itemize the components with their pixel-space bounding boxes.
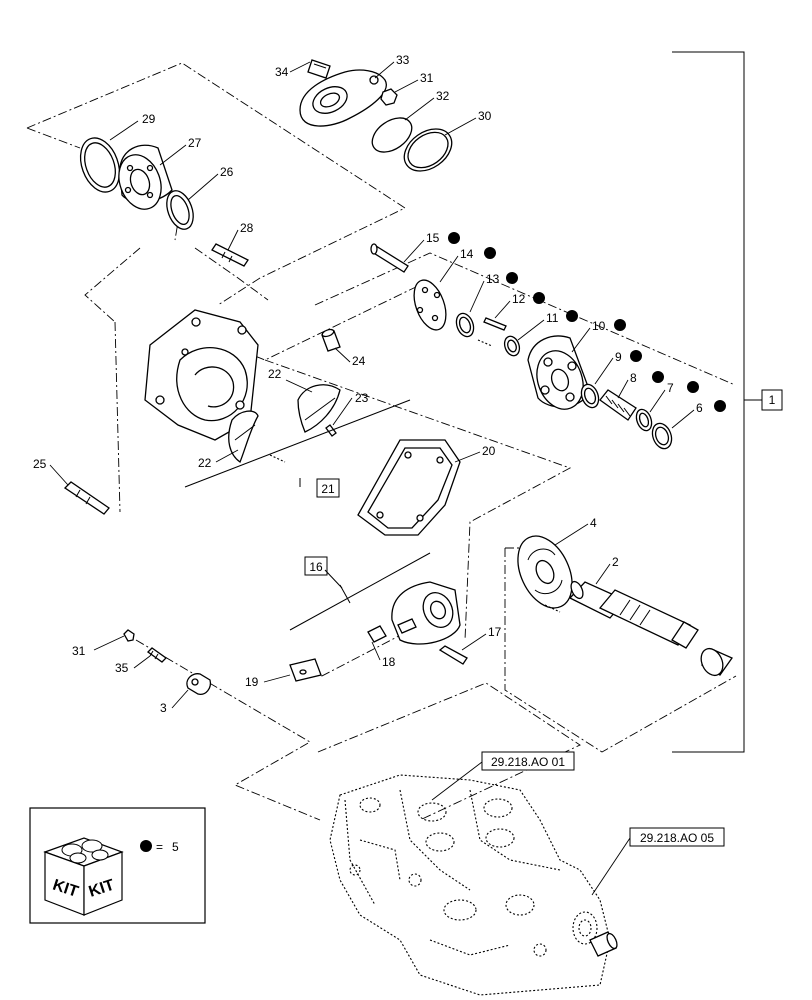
callout-23: 23 [355,391,369,405]
callout-29: 29 [142,112,156,126]
callout-34: 34 [275,65,289,79]
rotating-group: 15 14 13 12 11 10 [370,231,726,450]
callout-32: 32 [436,89,450,103]
kit-equals: = [156,840,163,854]
callout-3: 3 [160,701,167,715]
callout-22-b: 22 [198,456,212,470]
callout-2: 2 [612,555,619,569]
callout-7: 7 [667,381,674,395]
callout-1: 1 [769,393,776,407]
cover-group: 34 33 31 32 30 [275,53,492,172]
callout-25: 25 [33,457,47,471]
adjuster-group: 31 35 3 [72,629,212,715]
callout-15: 15 [426,231,440,245]
callout-13: 13 [486,272,500,286]
callout-12: 12 [512,292,526,306]
callout-35: 35 [115,661,129,675]
callout-21: 21 [321,482,335,496]
pump-assembly [329,774,618,996]
callout-31-b: 31 [72,644,86,658]
callout-22: 22 [268,367,282,381]
callout-20: 20 [482,444,496,458]
kit-bullet-icon [140,840,152,852]
callout-14: 14 [460,247,474,261]
assembly-lines [26,62,737,821]
callout-11: 11 [546,311,559,325]
callout-box-21 [316,478,340,498]
reference-box-a [481,751,575,771]
callout-16: 16 [309,560,323,574]
reference-labels: 29.218.AO 01 29.218.AO 05 [431,751,725,896]
callout-9: 9 [615,350,622,364]
callout-27: 27 [188,136,202,150]
callout-4: 4 [590,516,597,530]
callout-19: 19 [245,675,259,689]
callout-10: 10 [592,319,606,333]
callout-26: 26 [220,165,234,179]
callout-box-16 [304,556,328,576]
assembly-bracket: 1 [672,51,783,753]
reference-b: 29.218.AO 05 [640,831,714,845]
reference-a: 29.218.AO 01 [491,755,565,769]
callout-18: 18 [382,655,396,669]
gasket-20: 20 [357,439,496,536]
bearing-group: 29 27 26 [79,112,234,230]
callout-30: 30 [478,109,492,123]
callout-31: 31 [420,71,434,85]
stud-25: 25 [33,457,110,515]
housing [144,309,259,441]
callout-24: 24 [352,354,366,368]
shaft-group: 4 2 [517,516,733,677]
callout-17: 17 [488,625,502,639]
stud-28: 28 [211,221,254,267]
callout-33: 33 [396,53,410,67]
swash-group: 24 22 23 22 21 [184,328,411,498]
reference-box-b [629,827,725,847]
callout-box-1 [761,389,783,411]
callout-28: 28 [240,221,254,235]
kit-box-icon [43,837,124,916]
kit-legend: KIT KIT = 5 [29,807,206,924]
piston-group: 16 17 18 19 [245,552,502,689]
callout-6: 6 [696,401,703,415]
callout-8: 8 [630,371,637,385]
kit-number: 5 [172,840,179,854]
